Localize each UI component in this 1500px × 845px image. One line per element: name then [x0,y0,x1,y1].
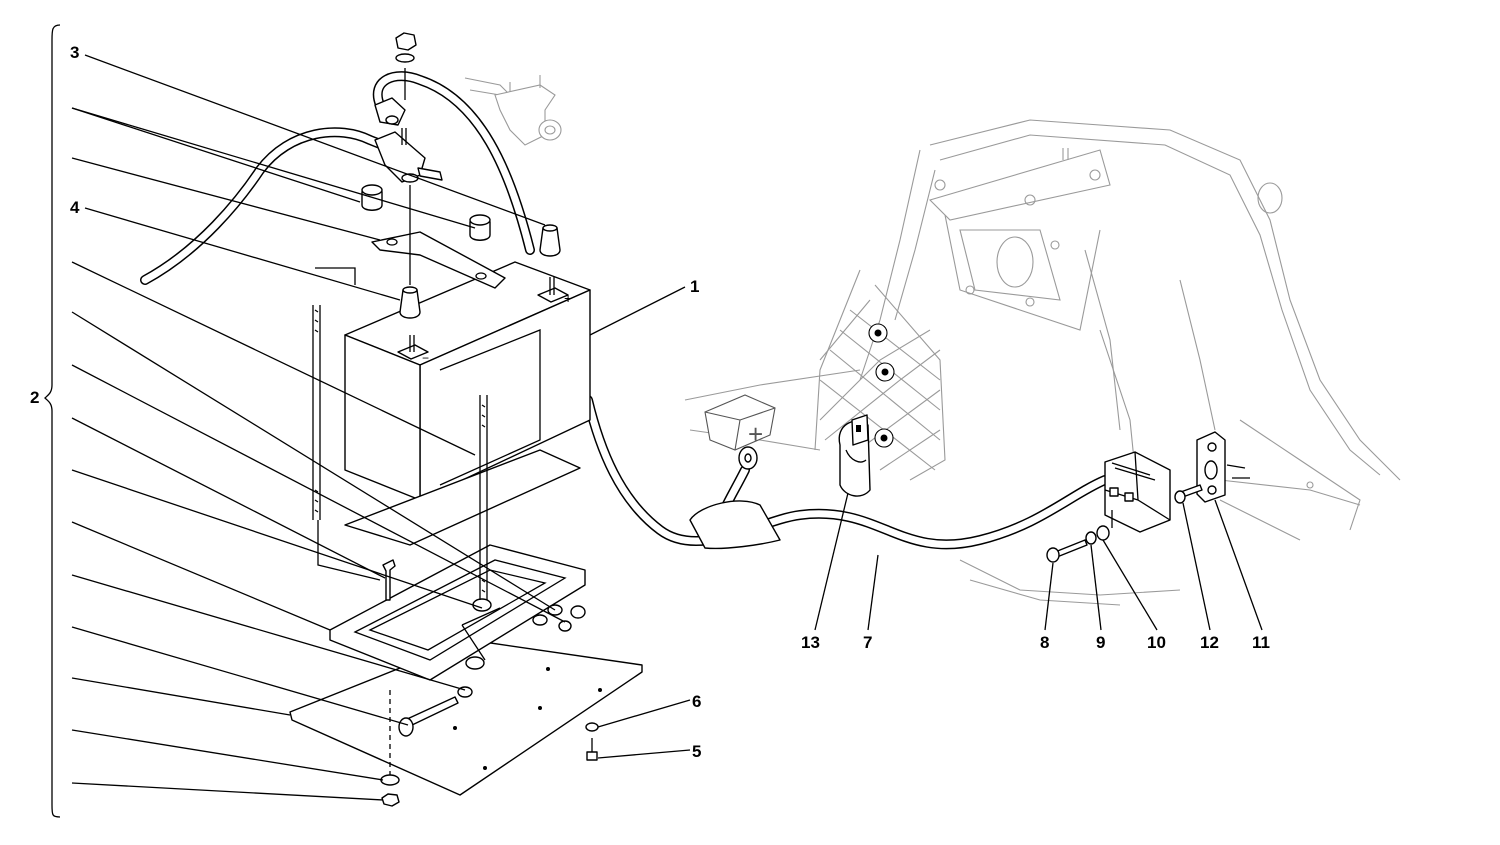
callout-5: 5 [692,742,701,761]
battery-hold-down [361,32,561,319]
callout-11: 11 [1252,633,1270,652]
callout-8: 8 [1040,633,1049,652]
battery-tray-assembly [289,267,643,807]
callout-2: 2 [30,388,39,407]
callout-12: 12 [1200,633,1219,652]
callout-1: 1 [690,277,699,296]
callout-13: 13 [801,633,820,652]
callout-4: 4 [70,198,80,217]
callout-10: 10 [1147,633,1166,652]
cable-connector-assembly [838,414,1250,563]
callout-6: 6 [692,692,701,711]
battery: + − [344,261,591,501]
battery-negative-mark: − [422,351,429,365]
battery-positive-mark: + [564,290,572,306]
callout-7: 7 [863,633,872,652]
vehicle-body-structure: + [464,75,1401,606]
fuse-box-plus-sign: + [748,419,763,449]
leader-lines [44,24,1263,818]
callout-9: 9 [1096,633,1105,652]
battery-cables [140,71,1110,550]
callout-3: 3 [70,43,79,62]
callout-labels: 3 4 2 1 6 5 13 7 8 9 10 12 11 [30,43,1270,761]
